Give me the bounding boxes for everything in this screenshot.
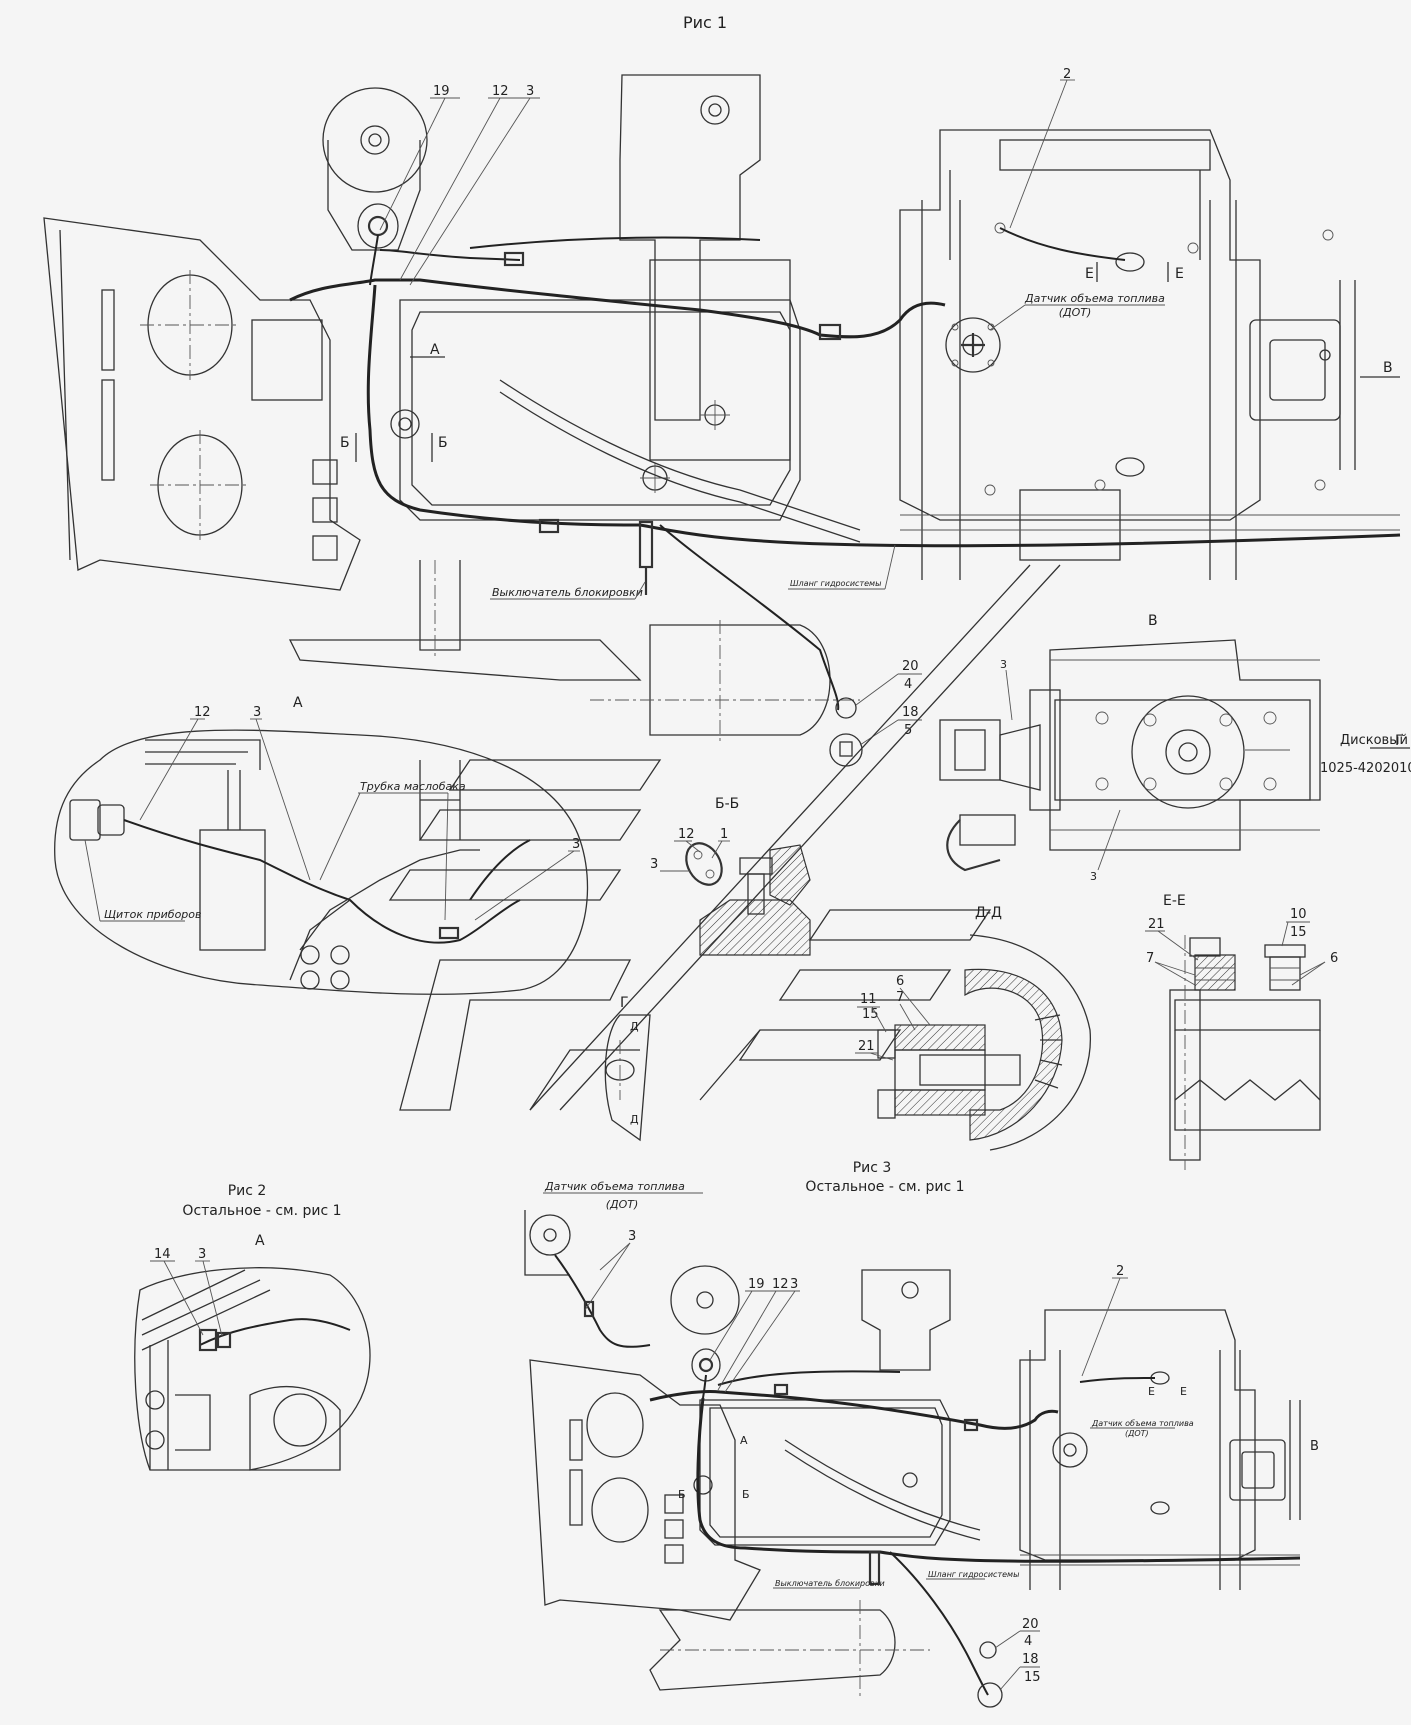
svg-text:Шланг гидросистемы: Шланг гидросистемы xyxy=(928,1570,1019,1579)
fig1-title: Рис 1 xyxy=(683,13,727,32)
svg-text:11: 11 xyxy=(860,992,877,1007)
svg-text:3: 3 xyxy=(253,705,261,720)
section-ee: Е-Е 21 10 15 7 6 xyxy=(1145,893,1338,1170)
svg-text:Е-Е: Е-Е xyxy=(1163,893,1186,909)
svg-text:12: 12 xyxy=(678,827,695,842)
figure-3: Рис 3 Остальное - см. рис 1 Датчик объем… xyxy=(524,1160,1319,1708)
svg-text:Д-Д: Д-Д xyxy=(975,905,1002,921)
fig3-note: Остальное - см. рис 1 xyxy=(805,1179,964,1195)
svg-text:4: 4 xyxy=(904,677,912,692)
svg-text:Б: Б xyxy=(438,435,448,451)
svg-text:3: 3 xyxy=(650,857,658,872)
view-v-pto: В 3 3 Дисковый ВОМ 1025-4202010-А Г xyxy=(939,613,1411,883)
svg-text:А: А xyxy=(430,342,440,358)
fig2-title: Рис 2 xyxy=(228,1183,267,1199)
svg-text:Е: Е xyxy=(1148,1385,1155,1398)
svg-text:21: 21 xyxy=(1148,917,1165,932)
fig1-labels: Датчик объема топлива (ДОТ) Выключатель … xyxy=(340,67,1400,746)
svg-text:2: 2 xyxy=(1116,1264,1124,1279)
svg-text:15: 15 xyxy=(1290,925,1307,940)
svg-text:12: 12 xyxy=(194,705,211,720)
fig2-note: Остальное - см. рис 1 xyxy=(182,1203,341,1219)
gear-pattern-overlay xyxy=(388,564,1061,1111)
fig3-fuel-sensor-label: Датчик объема топлива xyxy=(544,1180,685,1193)
svg-text:В: В xyxy=(1148,613,1158,629)
fig1-wiring-harness xyxy=(289,227,1401,767)
svg-text:6: 6 xyxy=(896,974,904,989)
section-bb: Б-Б 12 1 3 xyxy=(650,796,811,956)
fuel-sensor-abbr: (ДОТ) xyxy=(1059,306,1092,319)
svg-text:4: 4 xyxy=(1024,1634,1032,1649)
svg-text:18: 18 xyxy=(902,705,919,720)
svg-text:Датчик объема топлива: Датчик объема топлива xyxy=(1091,1419,1194,1428)
svg-text:7: 7 xyxy=(896,990,904,1005)
svg-text:10: 10 xyxy=(1290,907,1307,922)
lock-switch-label: Выключатель блокировки xyxy=(492,586,643,599)
svg-text:3: 3 xyxy=(1090,870,1097,883)
svg-text:20: 20 xyxy=(1022,1617,1039,1632)
svg-text:15: 15 xyxy=(1024,1670,1041,1685)
svg-text:12: 12 xyxy=(772,1277,789,1292)
svg-text:2: 2 xyxy=(1063,67,1071,82)
svg-text:А: А xyxy=(293,695,303,711)
svg-text:А: А xyxy=(255,1233,265,1249)
svg-text:Е: Е xyxy=(1180,1385,1187,1398)
svg-text:Б: Б xyxy=(678,1488,686,1501)
svg-text:3: 3 xyxy=(572,837,580,852)
svg-text:Е: Е xyxy=(1175,266,1184,282)
fuel-sensor-label: Датчик объема топлива xyxy=(1024,292,1165,305)
fig3-title: Рис 3 xyxy=(853,1160,892,1176)
svg-text:21: 21 xyxy=(858,1039,875,1054)
hydraulic-hose-label: Шланг гидросистемы xyxy=(790,579,881,588)
svg-text:Г: Г xyxy=(620,995,629,1011)
svg-text:Е: Е xyxy=(1085,266,1094,282)
svg-text:А: А xyxy=(740,1434,748,1447)
section-dd: Д-Д 6 7 11 15 21 xyxy=(855,905,1091,1151)
svg-text:Б: Б xyxy=(742,1488,750,1501)
svg-text:(ДОТ): (ДОТ) xyxy=(606,1198,639,1211)
svg-text:20: 20 xyxy=(902,659,919,674)
svg-text:3: 3 xyxy=(628,1229,636,1244)
svg-text:6: 6 xyxy=(1330,951,1338,966)
svg-text:3: 3 xyxy=(1000,658,1007,671)
svg-text:1025-4202010-А: 1025-4202010-А xyxy=(1320,761,1411,776)
svg-text:1: 1 xyxy=(720,827,728,842)
svg-text:(ДОТ): (ДОТ) xyxy=(1125,1429,1149,1438)
svg-text:19: 19 xyxy=(433,84,450,99)
svg-text:12: 12 xyxy=(492,84,509,99)
fig1-tractor-frame xyxy=(43,74,1400,745)
svg-text:Б: Б xyxy=(340,435,350,451)
svg-text:В: В xyxy=(1383,360,1393,376)
figure-2: Рис 2 Остальное - см. рис 1 А 14 3 xyxy=(134,1183,371,1471)
svg-text:19: 19 xyxy=(748,1277,765,1292)
svg-text:14: 14 xyxy=(154,1247,171,1262)
svg-text:3: 3 xyxy=(790,1277,798,1292)
svg-text:3: 3 xyxy=(526,84,534,99)
view-g: Г Д Д xyxy=(604,995,651,1142)
svg-text:Д: Д xyxy=(630,1113,639,1126)
svg-text:Д: Д xyxy=(630,1020,639,1033)
svg-text:Г: Г xyxy=(1395,733,1404,749)
view-a-detail: А 12 3 3 Трубка маслобака Щиток приборов xyxy=(54,695,589,995)
svg-text:Б-Б: Б-Б xyxy=(715,796,739,812)
svg-text:18: 18 xyxy=(1022,1652,1039,1667)
svg-text:7: 7 xyxy=(1146,951,1154,966)
svg-text:Дисковый ВОМ: Дисковый ВОМ xyxy=(1340,733,1411,748)
svg-text:В: В xyxy=(1310,1439,1319,1454)
oil-tank-pipe-label: Трубка маслобака xyxy=(360,780,466,793)
instrument-panel-label: Щиток приборов xyxy=(104,908,202,921)
svg-text:3: 3 xyxy=(198,1247,206,1262)
svg-text:Выключатель блокировки: Выключатель блокировки xyxy=(775,1579,885,1588)
